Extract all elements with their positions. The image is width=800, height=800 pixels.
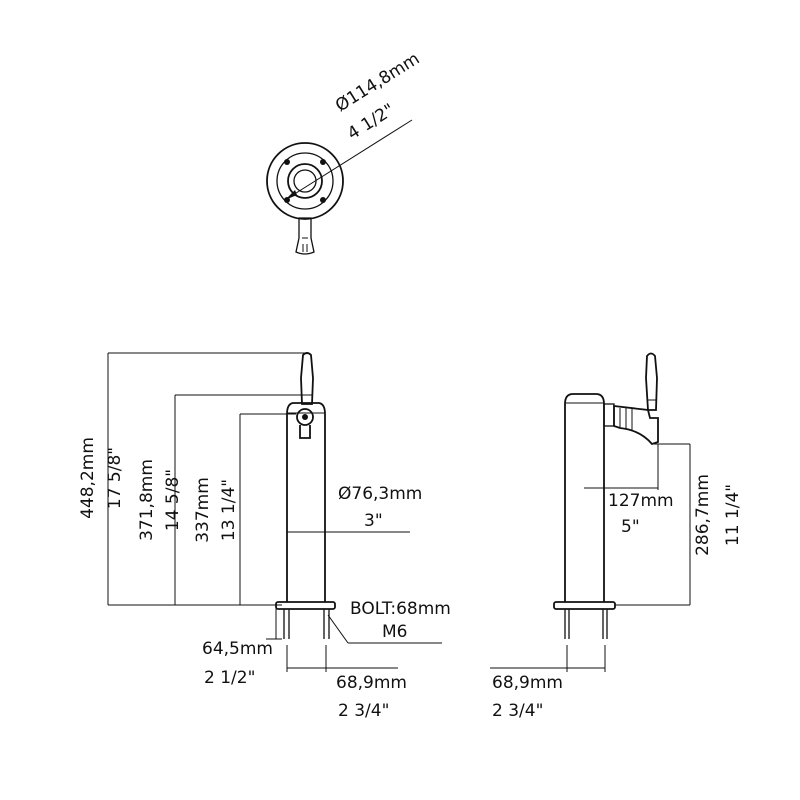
side-faucet-height-mm: 286,7mm — [693, 474, 713, 556]
front-tower-height-mm: 337mm — [193, 477, 213, 543]
front-bolt-spacing-mm: 68,9mm — [336, 673, 407, 693]
front-bolt-leader — [327, 614, 349, 644]
side-faucet-mount — [603, 403, 615, 427]
side-tower-cap — [564, 393, 605, 405]
side-view: 127mm 5" 286,7mm 11 1/4" 68,9mm 2 3/4" — [490, 352, 743, 721]
front-bolt-label: BOLT:68mm — [350, 599, 451, 619]
top-view-diameter-leader — [284, 119, 413, 201]
front-tower-diameter-in: 3" — [364, 511, 383, 531]
front-overall-height-mm: 448,2mm — [78, 437, 98, 519]
side-base-flange — [553, 601, 616, 610]
side-depth-mm: 127mm — [608, 491, 674, 511]
top-view-diameter-arrow — [285, 190, 297, 200]
front-tap-height-mm: 371,8mm — [137, 459, 157, 541]
side-faucet-height-in: 11 1/4" — [723, 484, 743, 546]
top-view-flange-inner — [276, 152, 334, 210]
top-view: Ø114,8mm 4 1/2" — [266, 49, 423, 255]
top-view-bolt-hole — [320, 197, 326, 203]
front-faucet-spout — [299, 425, 311, 439]
front-tap-height-in: 14 5/8" — [163, 469, 183, 531]
top-view-bolt-hole — [320, 159, 326, 165]
front-tap-handle — [300, 352, 314, 405]
front-shank-length-in: 2 1/2" — [204, 668, 255, 688]
top-view-flange-outer — [266, 142, 344, 220]
front-tower-diameter-mm: Ø76,3mm — [338, 484, 422, 504]
top-view-tower-ring — [287, 163, 323, 199]
front-faucet-knob-center — [302, 414, 308, 420]
side-faucet-body — [613, 404, 659, 446]
front-shank-length-mm: 64,5mm — [202, 639, 273, 659]
side-bolt-spacing-in: 2 3/4" — [492, 701, 543, 721]
side-depth-in: 5" — [621, 517, 640, 537]
front-tower-height-in: 13 1/4" — [219, 479, 239, 541]
front-tower-cap — [286, 402, 326, 415]
top-view-faucet-handle — [295, 217, 315, 255]
front-bolt-thread: M6 — [382, 622, 407, 642]
side-tap-handle — [645, 352, 658, 411]
front-bolt-spacing-in: 2 3/4" — [338, 701, 389, 721]
front-view: 448,2mm 17 5/8" 371,8mm 14 5/8" 337mm 13… — [78, 352, 451, 721]
side-bolt-spacing-mm: 68,9mm — [492, 673, 563, 693]
front-overall-height-in: 17 5/8" — [105, 447, 125, 509]
front-faucet-knob — [296, 408, 314, 426]
front-base-flange — [275, 601, 336, 610]
top-view-tower-bore — [293, 169, 317, 193]
top-view-bolt-hole — [284, 159, 290, 165]
